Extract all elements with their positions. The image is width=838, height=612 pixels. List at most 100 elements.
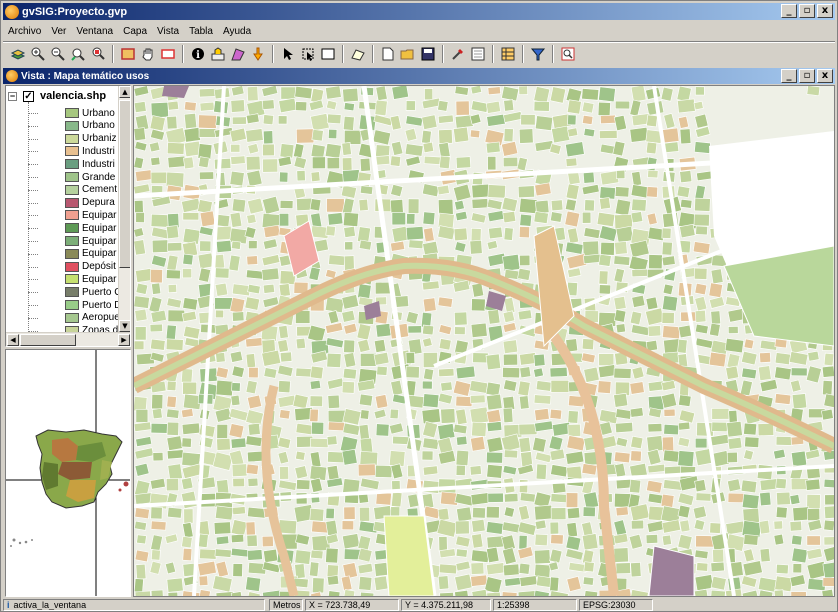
legend-item[interactable]: Industri bbox=[6, 145, 121, 157]
filter-icon[interactable] bbox=[529, 45, 547, 63]
measure-distance-icon[interactable] bbox=[209, 45, 227, 63]
hscroll-thumb[interactable] bbox=[20, 334, 76, 346]
city-block bbox=[151, 408, 163, 420]
city-block bbox=[455, 408, 468, 426]
add-layer-icon[interactable] bbox=[9, 45, 27, 63]
legend-item[interactable]: Puerto C bbox=[6, 286, 121, 298]
view-close-button[interactable]: x bbox=[817, 69, 833, 83]
maximize-button[interactable]: ▫ bbox=[799, 4, 815, 18]
city-block bbox=[822, 577, 834, 587]
city-block bbox=[582, 576, 595, 586]
open-project-icon[interactable] bbox=[399, 45, 417, 63]
legend-item[interactable]: Urbano bbox=[6, 107, 121, 119]
zoom-full-icon[interactable] bbox=[89, 45, 107, 63]
thematic-map[interactable] bbox=[134, 86, 834, 596]
city-block bbox=[728, 326, 739, 334]
legend-item[interactable]: Equipar bbox=[6, 222, 121, 234]
legend-item[interactable]: Urbaniz bbox=[6, 133, 121, 145]
city-block bbox=[791, 393, 808, 410]
menu-archivo[interactable]: Archivo bbox=[8, 25, 42, 37]
zoom-previous-icon[interactable] bbox=[69, 45, 87, 63]
scroll-right-arrow-icon[interactable]: ▶ bbox=[118, 334, 130, 346]
menu-tabla[interactable]: Tabla bbox=[189, 25, 213, 37]
legend-item[interactable]: Urbano bbox=[6, 120, 121, 132]
city-block bbox=[375, 323, 392, 338]
city-block bbox=[343, 225, 356, 238]
minimize-button[interactable]: _ bbox=[781, 4, 797, 18]
measure-area-icon[interactable] bbox=[229, 45, 247, 63]
city-block bbox=[470, 228, 482, 242]
search-icon[interactable] bbox=[559, 45, 577, 63]
settings-icon[interactable] bbox=[449, 45, 467, 63]
river-park-inner bbox=[134, 262, 834, 449]
legend-item[interactable]: Aeropue bbox=[6, 312, 121, 324]
view-minimize-button[interactable]: _ bbox=[781, 69, 797, 83]
city-block bbox=[150, 128, 165, 141]
city-block bbox=[823, 478, 834, 489]
city-block bbox=[581, 338, 595, 351]
properties-icon[interactable] bbox=[499, 45, 517, 63]
info-icon[interactable]: i bbox=[189, 45, 207, 63]
city-block bbox=[296, 128, 315, 144]
city-block bbox=[519, 366, 532, 379]
new-project-icon[interactable] bbox=[379, 45, 397, 63]
city-block bbox=[694, 197, 711, 212]
menu-ventana[interactable]: Ventana bbox=[76, 25, 114, 37]
legend-item[interactable]: Cement bbox=[6, 184, 121, 196]
select-by-point-icon[interactable] bbox=[249, 45, 267, 63]
city-block bbox=[629, 310, 643, 326]
legend-item[interactable]: Depura bbox=[6, 197, 121, 209]
city-block bbox=[471, 421, 487, 437]
legend-item[interactable]: Equipar bbox=[6, 235, 121, 247]
overview-locator-map[interactable] bbox=[5, 349, 131, 597]
city-block bbox=[439, 592, 455, 596]
locator-icon[interactable] bbox=[469, 45, 487, 63]
city-block bbox=[628, 533, 644, 550]
legend-item[interactable]: Puerto D bbox=[6, 299, 121, 311]
collapse-toggle-icon[interactable]: − bbox=[8, 90, 17, 101]
clear-selection-icon[interactable] bbox=[349, 45, 367, 63]
scroll-thumb[interactable] bbox=[119, 100, 130, 268]
zoom-out-icon[interactable] bbox=[49, 45, 67, 63]
zoom-layer-icon[interactable] bbox=[119, 45, 137, 63]
pointer-icon[interactable] bbox=[279, 45, 297, 63]
map-canvas[interactable] bbox=[133, 85, 835, 597]
city-block bbox=[326, 198, 345, 213]
city-block bbox=[773, 448, 786, 460]
layer-row[interactable]: − ✓ valencia.shp bbox=[8, 88, 106, 104]
select-rectangle-icon[interactable] bbox=[319, 45, 337, 63]
city-block bbox=[629, 127, 649, 143]
scroll-left-arrow-icon[interactable]: ◀ bbox=[7, 334, 19, 346]
view-maximize-button[interactable]: ▫ bbox=[799, 69, 815, 83]
layer-visibility-checkbox[interactable]: ✓ bbox=[23, 90, 34, 102]
close-button[interactable]: x bbox=[817, 4, 833, 18]
select-icon[interactable] bbox=[299, 45, 317, 63]
city-block bbox=[615, 323, 626, 334]
tree-branch bbox=[28, 164, 38, 166]
city-block bbox=[726, 451, 738, 463]
zoom-rectangle-icon[interactable] bbox=[159, 45, 177, 63]
scroll-down-arrow-icon[interactable]: ▼ bbox=[119, 320, 130, 332]
legend-item[interactable]: Industri bbox=[6, 158, 121, 170]
legend-item[interactable]: Equipar bbox=[6, 209, 121, 221]
save-project-icon[interactable] bbox=[419, 45, 437, 63]
city-block bbox=[712, 548, 725, 563]
toc-vertical-scrollbar[interactable]: ▲ ▼ bbox=[118, 86, 130, 332]
city-block bbox=[583, 590, 599, 596]
menu-ayuda[interactable]: Ayuda bbox=[222, 25, 252, 37]
menu-ver[interactable]: Ver bbox=[51, 25, 67, 37]
menu-capa[interactable]: Capa bbox=[123, 25, 147, 37]
legend-item[interactable]: Equipar bbox=[6, 248, 121, 260]
scroll-up-arrow-icon[interactable]: ▲ bbox=[119, 86, 130, 98]
city-block bbox=[788, 351, 809, 366]
pan-hand-icon[interactable] bbox=[139, 45, 157, 63]
zoom-in-icon[interactable] bbox=[29, 45, 47, 63]
gvsig-logo-icon bbox=[5, 4, 19, 19]
legend-item[interactable]: Equipar bbox=[6, 273, 121, 285]
tree-branch bbox=[28, 125, 38, 127]
toc-horizontal-scrollbar[interactable]: ◀ ▶ bbox=[6, 332, 130, 346]
menu-vista[interactable]: Vista bbox=[157, 25, 180, 37]
legend-item[interactable]: Depósit bbox=[6, 261, 121, 273]
city-block bbox=[696, 422, 714, 437]
legend-item[interactable]: Grande bbox=[6, 171, 121, 183]
